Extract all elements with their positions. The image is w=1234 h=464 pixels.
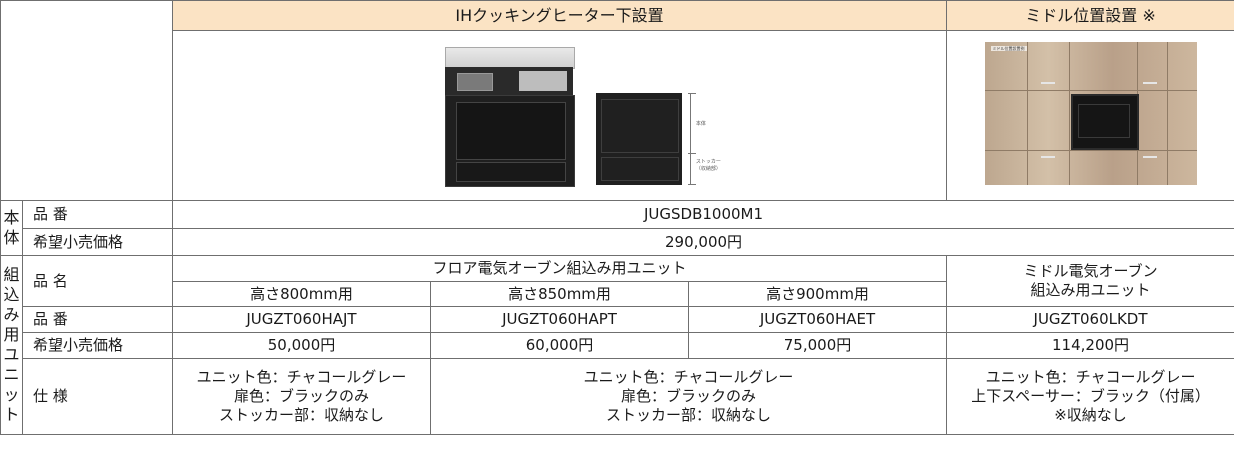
- main-unit-vertical-label: 本 体: [0, 200, 23, 256]
- main-unit-price-label: 希望小売価格: [22, 228, 173, 256]
- product-name-label: 品 名: [22, 255, 173, 307]
- middle-install-header: ミドル位置設置 ※: [946, 0, 1234, 31]
- part-number-850: JUGZT060HAPT: [430, 306, 689, 333]
- ih-install-photo: 本体 ストッカー （収納部）: [437, 46, 721, 187]
- ih-install-header: IHクッキングヒーター下設置: [171, 0, 948, 31]
- price-900: 75,000円: [687, 332, 948, 359]
- main-unit-part-label: 品 番: [22, 200, 173, 229]
- built-in-unit-vertical-label: 組 込 み 用 ユ ニ ッ ト: [0, 255, 23, 435]
- price-850: 60,000円: [430, 332, 689, 359]
- part-number-900: JUGZT060HAET: [687, 306, 948, 333]
- part-number-middle: JUGZT060LKDT: [946, 306, 1234, 333]
- floor-unit-name: フロア電気オーブン組込み用ユニット: [171, 255, 948, 282]
- part-number-800: JUGZT060HAJT: [172, 306, 431, 333]
- spec-label: 仕 様: [22, 358, 173, 435]
- product-spec-table: IHクッキングヒーター下設置 ミドル位置設置 ※: [0, 0, 1234, 435]
- spec-850-900: ユニット色：チャコールグレー 扉色：ブラックのみ ストッカー部：収納なし: [429, 358, 948, 435]
- corner-blank-cell: [0, 0, 173, 201]
- stocker-caption: ストッカー: [695, 158, 721, 165]
- height-850-label: 高さ850mm用: [430, 281, 689, 307]
- unit-part-label: 品 番: [22, 306, 173, 333]
- middle-photo-tag: ミドル位置設置例: [990, 45, 1027, 51]
- middle-install-image-cell: ミドル位置設置例: [946, 30, 1234, 201]
- body-caption: 本体: [695, 120, 706, 127]
- height-800-label: 高さ800mm用: [172, 281, 431, 307]
- middle-install-photo: ミドル位置設置例: [984, 41, 1197, 185]
- middle-unit-name: ミドル電気オーブン 組込み用ユニット: [946, 255, 1234, 307]
- oven-unit-image: 本体 ストッカー （収納部）: [595, 92, 721, 185]
- height-900-label: 高さ900mm用: [687, 281, 948, 307]
- dimension-guide: 本体 ストッカー （収納部）: [687, 92, 721, 185]
- price-middle: 114,200円: [946, 332, 1234, 359]
- main-unit-part-number: JUGSDB1000M1: [171, 200, 1234, 229]
- spec-middle: ユニット色：チャコールグレー 上下スペーサー：ブラック（付属） ※収納なし: [946, 358, 1234, 435]
- price-800: 50,000円: [172, 332, 431, 359]
- ih-range-with-oven-image: [437, 46, 578, 187]
- spec-800: ユニット色：チャコールグレー 扉色：ブラックのみ ストッカー部：収納なし: [172, 358, 431, 435]
- ih-install-image-cell: 本体 ストッカー （収納部）: [171, 30, 948, 201]
- stocker-sub-caption: （収納部）: [695, 165, 721, 172]
- unit-price-label: 希望小売価格: [22, 332, 173, 359]
- main-unit-price: 290,000円: [171, 228, 1234, 256]
